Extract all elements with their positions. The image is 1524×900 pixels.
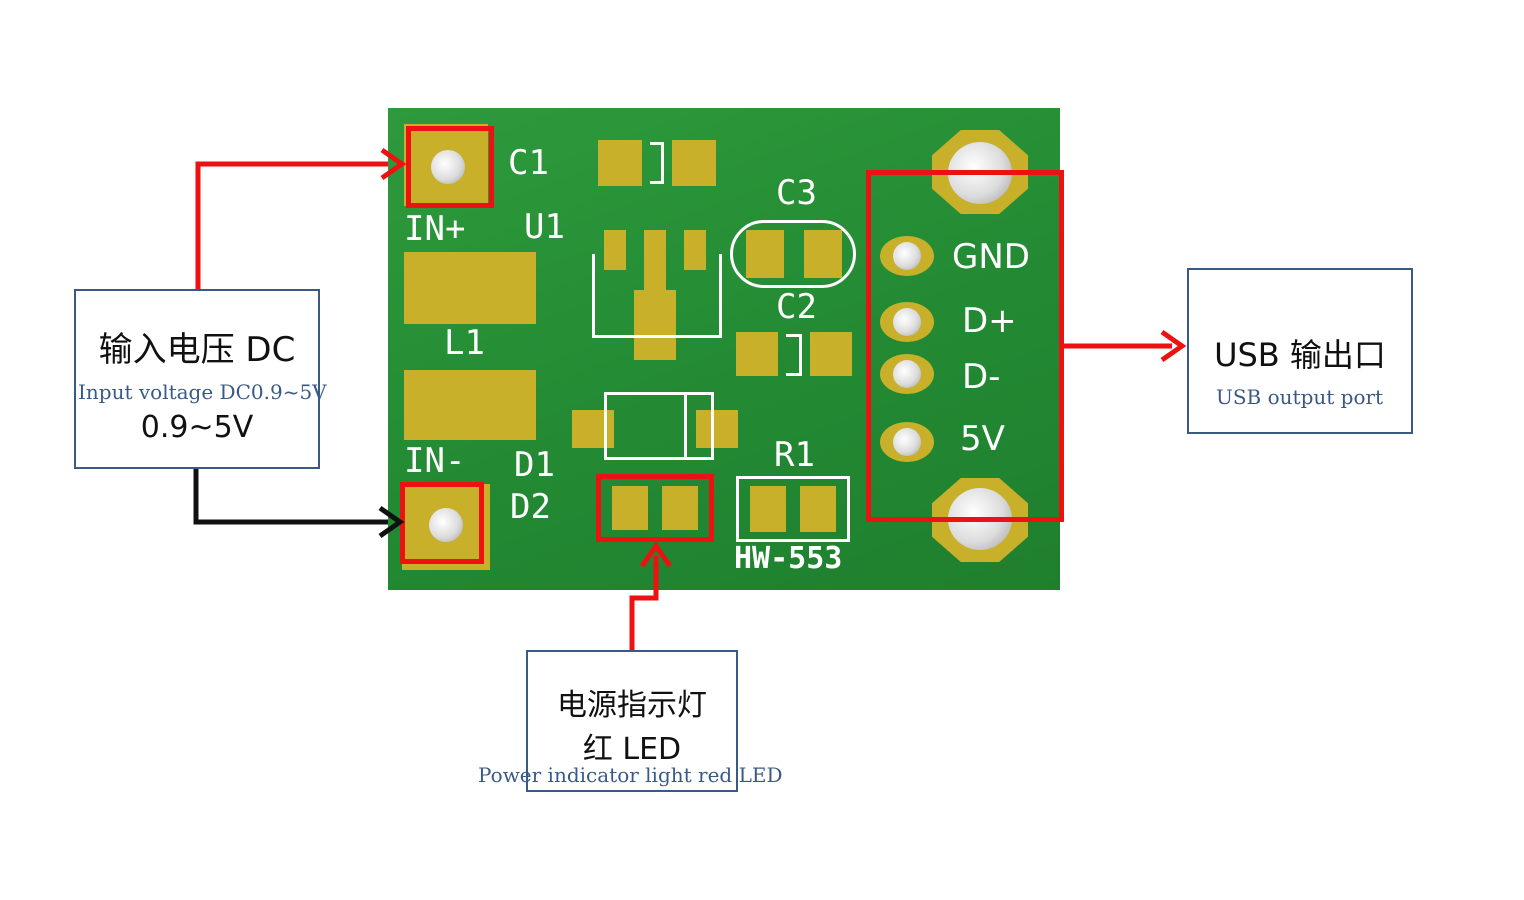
callout-led-subtitle: Power indicator light red LED — [478, 763, 783, 787]
c1-pad-left — [598, 140, 642, 186]
d1-pad-left — [572, 410, 614, 448]
in-minus-hole — [429, 508, 463, 542]
label-c1: C1 — [508, 143, 549, 183]
label-u1: U1 — [524, 207, 565, 247]
arrow-input-to-in-minus — [193, 468, 388, 525]
l1-pad-bottom — [404, 370, 536, 440]
label-d1: D1 — [514, 445, 555, 485]
label-r1: R1 — [774, 435, 815, 475]
u1-tab — [634, 290, 676, 360]
label-d2: D2 — [510, 487, 551, 527]
u1-outline — [592, 254, 722, 338]
callout-led-box — [526, 650, 738, 792]
callout-input-subtitle: Input voltage DC0.9~5V — [78, 380, 327, 404]
c1-polarity-mark — [650, 142, 664, 184]
callout-led-title: 电源指示灯 — [557, 688, 707, 723]
l1-pad-top — [404, 252, 536, 324]
usb-pin-d-plus-hole — [893, 308, 921, 336]
d1-outline — [604, 392, 714, 460]
label-c2: C2 — [776, 287, 817, 327]
in-plus-highlight — [406, 126, 494, 208]
usb-pin-5v-hole — [893, 428, 921, 456]
label-d-minus: D- — [962, 357, 1001, 397]
label-d-plus: D+ — [962, 301, 1017, 341]
r1-pad-right — [800, 486, 836, 532]
d2-pad-left — [612, 486, 648, 530]
d1-cathode-bar — [684, 394, 687, 458]
arrow-usb-to-box-head — [1160, 329, 1187, 363]
d2-highlight — [596, 474, 714, 542]
r1-pad-left — [750, 486, 786, 532]
c1-pad-right — [672, 140, 716, 186]
in-minus-highlight — [400, 482, 484, 564]
callout-led-line2: 红 LED — [582, 732, 682, 767]
label-gnd: GND — [952, 237, 1030, 277]
callout-input-box — [74, 289, 320, 469]
u1-pin-left — [604, 230, 626, 270]
c3-pad-left — [746, 230, 784, 278]
c2-pad-right — [810, 332, 852, 376]
usb-pin-gnd-hole — [893, 242, 921, 270]
c3-pad-right — [804, 230, 842, 278]
label-5v: 5V — [960, 419, 1005, 459]
label-model: HW-553 — [734, 541, 843, 576]
callout-usb-box — [1187, 268, 1413, 434]
usb-pin-d-minus-hole — [893, 360, 921, 388]
c2-pad-left — [736, 332, 778, 376]
callout-input-title: 输入电压 DC — [98, 330, 296, 370]
callout-usb-title: USB 输出口 — [1214, 336, 1386, 374]
r1-outline — [736, 476, 850, 542]
d2-pad-right — [662, 486, 698, 530]
callout-usb-subtitle: USB output port — [1216, 385, 1384, 409]
label-l1: L1 — [444, 323, 485, 363]
label-in-plus: IN+ — [404, 209, 466, 249]
label-c3: C3 — [776, 173, 817, 213]
c3-outline — [730, 220, 856, 288]
label-in-minus: IN- — [404, 441, 466, 481]
c2-polarity-mark — [786, 334, 802, 376]
arrow-input-to-in-plus — [195, 161, 388, 290]
in-plus-hole — [431, 150, 465, 184]
callout-input-range: 0.9~5V — [140, 410, 254, 445]
u1-pin-right — [684, 230, 706, 270]
d1-pad-right — [696, 410, 738, 448]
usb-pins-highlight — [866, 170, 1064, 522]
